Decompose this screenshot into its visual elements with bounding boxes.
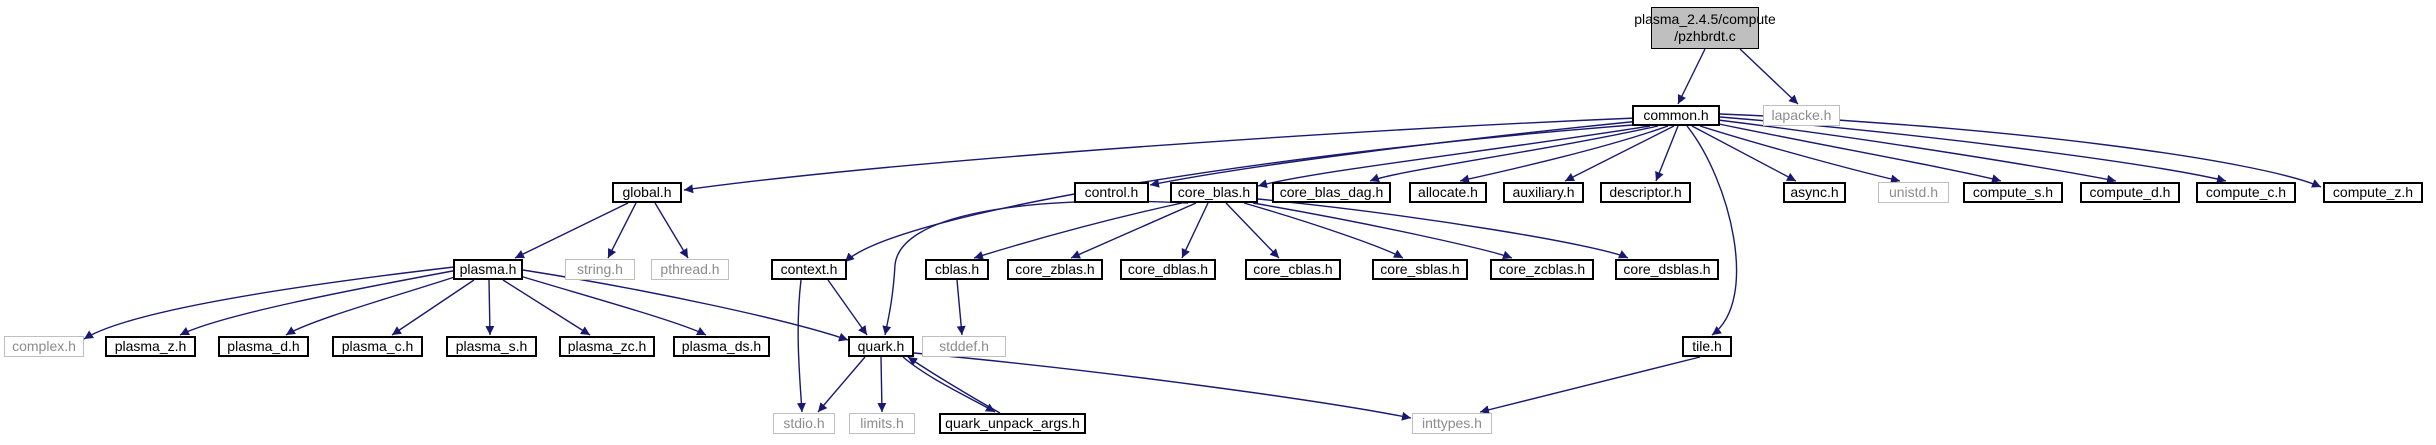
edge-core-blas-cblas <box>973 202 1183 260</box>
node-core-blas-dag-h[interactable]: core_blas_dag.h <box>1272 182 1391 203</box>
node-complex-h: complex.h <box>4 336 84 357</box>
node-compute-c-h[interactable]: compute_c.h <box>2196 182 2296 203</box>
edge-common-control <box>1149 120 1641 188</box>
edge-common-compute-s <box>1713 122 2002 184</box>
edge-common-allocate <box>1459 125 1669 184</box>
edge-quark-limits <box>877 356 887 413</box>
root-file-path-line1: plasma_2.4.5/compute <box>1634 11 1776 27</box>
node-lapacke-h: lapacke.h <box>1763 105 1840 126</box>
node-cblas-h[interactable]: cblas.h <box>925 259 989 280</box>
edge-core-blas-core-sblas <box>1243 202 1404 259</box>
root-file-path-line2: /pzhbrdt.c <box>1674 28 1736 44</box>
edge-global-string <box>607 202 637 259</box>
edge-plasma-plasma-zc <box>502 279 591 336</box>
node-plasma-d-h[interactable]: plasma_d.h <box>218 336 309 357</box>
edge-common-compute-d <box>1717 119 2117 184</box>
node-quark-unpack-args-h[interactable]: quark_unpack_args.h <box>939 413 1086 434</box>
edge-core-blas-core-cblas <box>1225 202 1280 259</box>
edge-common-unistd <box>1699 125 1901 184</box>
edge-common-core-blas <box>1257 125 1651 189</box>
node-plasma-s-h[interactable]: plasma_s.h <box>446 336 537 357</box>
node-core-sblas-h[interactable]: core_sblas.h <box>1372 259 1468 280</box>
node-quark-h[interactable]: quark.h <box>848 336 914 357</box>
edge-global-pthread <box>654 202 689 259</box>
edge-plasma-plasma-ds <box>519 275 707 336</box>
node-allocate-h[interactable]: allocate.h <box>1409 182 1487 203</box>
node-core-zblas-h[interactable]: core_zblas.h <box>1007 259 1103 280</box>
edge-root-lapacke <box>1739 48 1799 105</box>
node-common-h[interactable]: common.h <box>1632 105 1720 126</box>
edge-tile-inttypes <box>1479 356 1701 415</box>
node-core-dsblas-h[interactable]: core_dsblas.h <box>1615 259 1719 280</box>
edge-core-blas-core-zcblas <box>1252 202 1513 260</box>
edge-plasma-plasma-s <box>485 279 495 336</box>
edge-global-plasma <box>514 202 629 259</box>
node-plasma-zc-h[interactable]: plasma_zc.h <box>559 336 655 357</box>
node-limits-h: limits.h <box>849 413 915 434</box>
node-context-h[interactable]: context.h <box>771 259 847 280</box>
node-unistd-h: unistd.h <box>1878 182 1949 203</box>
edge-root-common <box>1677 48 1706 105</box>
edge-core-blas-core-zblas <box>1070 202 1197 259</box>
root-file-node: plasma_2.4.5/compute /pzhbrdt.c <box>1634 7 1776 49</box>
edge-plasma-plasma-c <box>391 279 475 336</box>
edge-plasma-plasma-d <box>285 273 465 336</box>
node-global-h[interactable]: global.h <box>612 182 682 203</box>
edge-common-compute-c <box>1719 116 2227 184</box>
edge-common-auxiliary <box>1564 125 1675 182</box>
node-core-cblas-h[interactable]: core_cblas.h <box>1245 259 1341 280</box>
node-pthread-h: pthread.h <box>651 259 729 280</box>
node-tile-h[interactable]: tile.h <box>1682 336 1732 357</box>
node-string-h: string.h <box>565 259 635 280</box>
edge-qua-quark <box>907 356 1001 414</box>
edge-context-quark <box>827 279 868 336</box>
node-control-h[interactable]: control.h <box>1074 182 1149 203</box>
edge-core-blas-core-dsblas <box>1257 198 1629 259</box>
node-inttypes-h: inttypes.h <box>1412 413 1492 434</box>
node-core-dblas-h[interactable]: core_dblas.h <box>1120 259 1216 280</box>
edge-core-blas-core-dblas <box>1181 202 1209 259</box>
node-descriptor-h[interactable]: descriptor.h <box>1600 182 1691 203</box>
node-plasma-c-h[interactable]: plasma_c.h <box>332 336 423 357</box>
node-compute-s-h[interactable]: compute_s.h <box>1963 182 2063 203</box>
node-compute-d-h[interactable]: compute_d.h <box>2080 182 2180 203</box>
edge-quark-inttypes <box>913 352 1412 421</box>
node-async-h[interactable]: async.h <box>1783 182 1846 203</box>
node-stdio-h: stdio.h <box>773 413 835 434</box>
node-core-blas-h[interactable]: core_blas.h <box>1170 182 1258 203</box>
edge-context-stdio <box>796 279 806 413</box>
edge-plasma-plasma-z <box>179 269 459 336</box>
edge-quark-stdio <box>817 356 866 413</box>
node-auxiliary-h[interactable]: auxiliary.h <box>1503 182 1584 203</box>
node-stddef-h: stddef.h <box>922 336 1006 357</box>
node-plasma-h[interactable]: plasma.h <box>453 259 523 280</box>
edge-cblas-stddef <box>956 279 966 336</box>
edge-plasma-complex <box>83 266 455 340</box>
node-core-zcblas-h[interactable]: core_zcblas.h <box>1490 259 1594 280</box>
edge-common-descriptor <box>1655 125 1679 182</box>
edge-quark-qua <box>902 356 996 413</box>
edge-common-tile <box>1686 125 1738 336</box>
node-compute-z-h[interactable]: compute_z.h <box>2323 182 2423 203</box>
edge-common-global <box>683 117 1637 194</box>
node-plasma-ds-h[interactable]: plasma_ds.h <box>673 336 770 357</box>
node-plasma-z-h[interactable]: plasma_z.h <box>105 336 196 357</box>
edge-common-async <box>1691 125 1797 182</box>
edge-common-core-blas-dag <box>1369 125 1659 183</box>
